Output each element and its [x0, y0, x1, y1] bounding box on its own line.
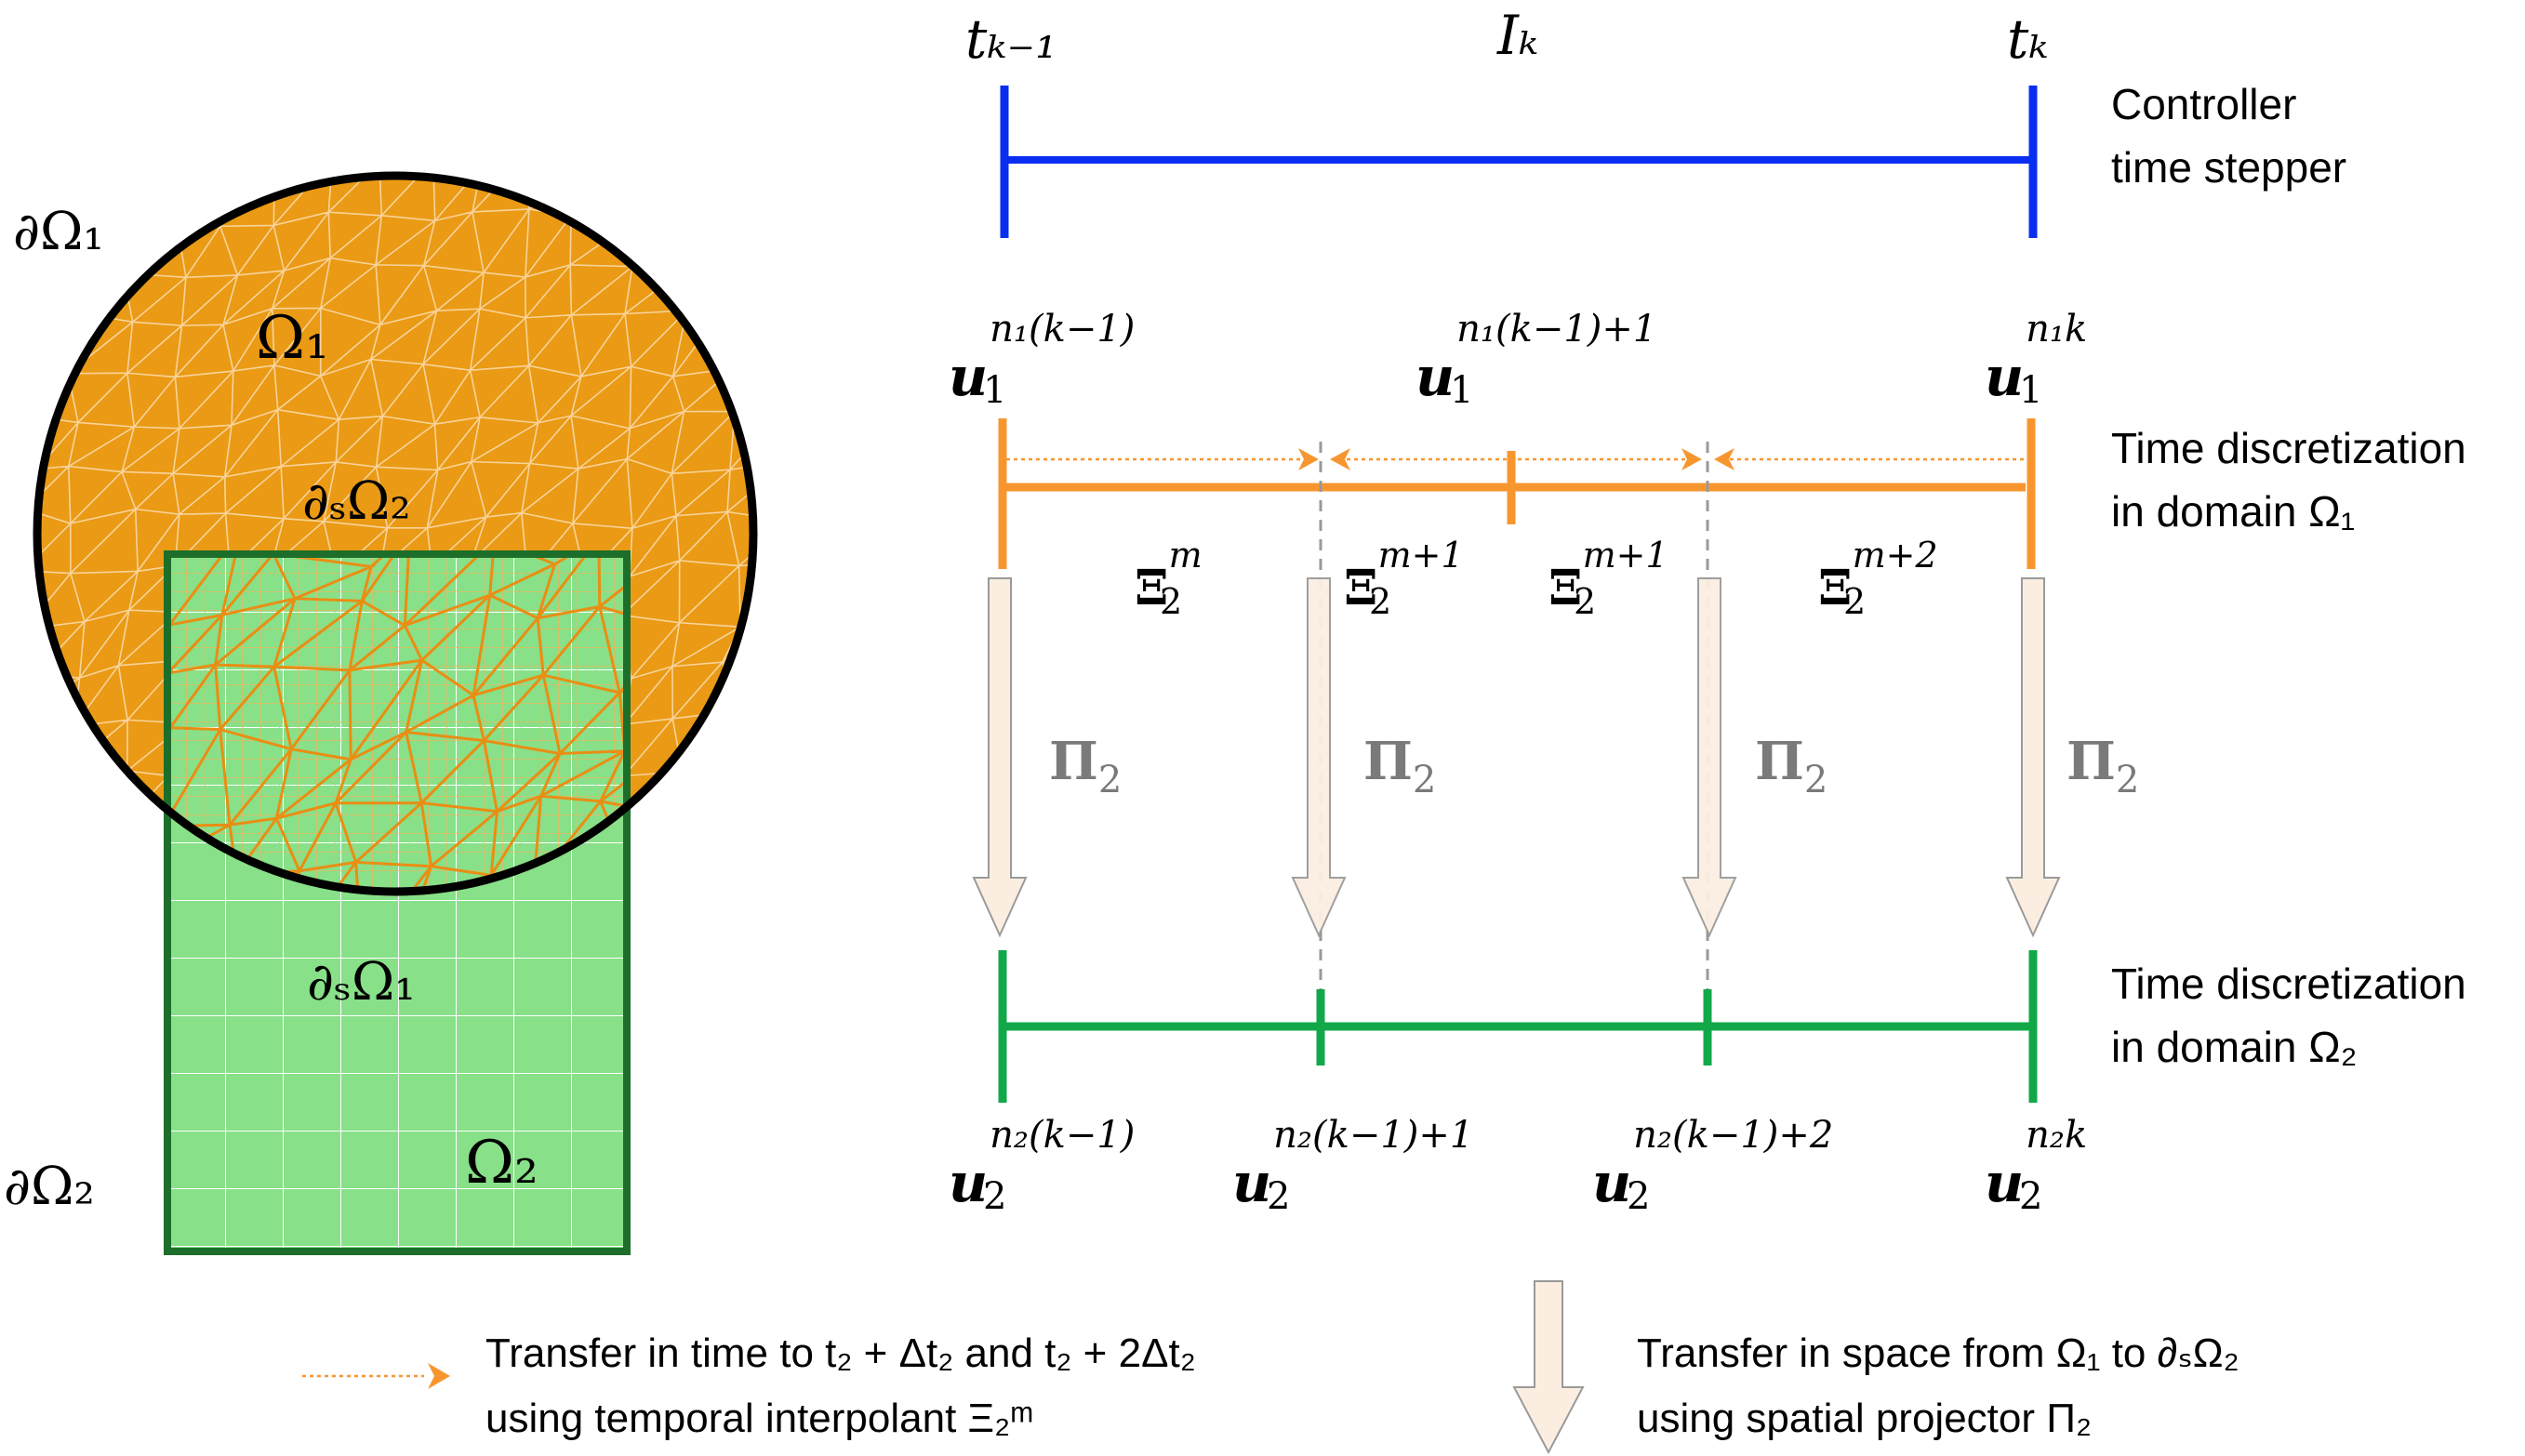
- interpolant-2-sub: 2: [1574, 581, 1596, 622]
- domain2-state-2-sub: 2: [1627, 1175, 1650, 1218]
- interpolant-1-sub: 2: [1369, 581, 1391, 622]
- projector-label-0: Π2: [1049, 731, 1122, 801]
- interpolant-1: Ξm+1: [1344, 535, 1464, 616]
- interpolant-0: Ξm: [1135, 535, 1203, 616]
- overlap-region: [167, 554, 627, 892]
- domain1-label-line2: in domain Ω₁: [2111, 487, 2355, 536]
- domain1-state-2-sub: 1: [2019, 369, 2042, 412]
- domain2-state-2: un₂(k−1)+2: [1592, 1114, 1833, 1214]
- domain2-timeline: [998, 950, 2038, 1103]
- domain1-state-1-sub: 1: [1450, 369, 1473, 412]
- domain2-states: un₂(k−1) 2 un₂(k−1)+1 2 un₂(k−1)+2 2 un₂…: [949, 1114, 2087, 1218]
- domain1-state-0: un₁(k−1): [949, 308, 1135, 408]
- projector-label-2: Π2: [1755, 731, 1827, 801]
- domain-omega2: [164, 550, 631, 1255]
- controller-t-end: tₖ: [2007, 7, 2048, 71]
- domain1-state-2: un₁k: [1985, 308, 2087, 408]
- domain1-state-1: un₁(k−1)+1: [1415, 308, 1656, 408]
- interface2-label: ∂ₛΩ₂: [302, 471, 411, 532]
- domain2-state-1-sub: 2: [1267, 1175, 1290, 1218]
- domain2-state-0-sub: 2: [983, 1175, 1006, 1218]
- domain1-timeline: [998, 418, 2036, 569]
- omega2-label: Ω₂: [465, 1129, 538, 1198]
- interpolant-labels: Ξm 2 Ξm+1 2 Ξm+1 2 Ξm+2 2: [1135, 535, 1938, 622]
- legend-space-transfer-line1: Transfer in space from Ω₁ to ∂ₛΩ₂: [1637, 1330, 2239, 1376]
- legend: Transfer in time to t₂ + Δt₂ and t₂ + 2Δ…: [302, 1280, 2239, 1455]
- legend-space-transfer-symbol: [1512, 1280, 1585, 1455]
- domain1-state-0-sub: 1: [983, 369, 1006, 412]
- projector-arrow-0: [972, 577, 1028, 938]
- domain1-label-line1: Time discretization: [2111, 424, 2466, 472]
- interpolant-3: Ξm+2: [1818, 535, 1938, 616]
- projector-arrow-2: [1681, 577, 1737, 938]
- domain2-state-3-sub: 2: [2019, 1175, 2042, 1218]
- controller-label-line2: time stepper: [2111, 143, 2346, 192]
- domain1-states: un₁(k−1) 1 un₁(k−1)+1 1 un₁k 1: [949, 308, 2087, 412]
- controller-interval: Iₖ: [1496, 4, 1538, 67]
- interface1-label: ∂ₛΩ₁: [307, 952, 416, 1013]
- interpolant-3-sub: 2: [1843, 581, 1866, 622]
- omega1-label: Ω₁: [256, 304, 329, 373]
- boundary2-label: ∂Ω₂: [4, 1157, 95, 1217]
- interpolant-2: Ξm+1: [1548, 535, 1668, 616]
- legend-time-transfer-line1: Transfer in time to t₂ + Δt₂ and t₂ + 2Δ…: [485, 1330, 1196, 1376]
- domain2-label-line2: in domain Ω₂: [2111, 1023, 2357, 1071]
- boundary1-label: ∂Ω₁: [13, 202, 104, 262]
- temporal-arrowheads: [1298, 448, 1734, 470]
- projector-arrow-3: [2005, 577, 2061, 938]
- mesh-lines: [167, 554, 627, 892]
- projector-labels: Π2 Π2 Π2 Π2: [1049, 731, 2139, 801]
- projector-arrow-1: [1291, 577, 1347, 938]
- domain2-state-0: un₂(k−1): [949, 1114, 1135, 1214]
- interpolant-0-sub: 2: [1160, 581, 1182, 622]
- legend-time-transfer-line2: using temporal interpolant Ξ₂ᵐ: [485, 1396, 1033, 1441]
- projector-label-3: Π2: [2067, 731, 2139, 801]
- domain2-state-1: un₂(k−1)+1: [1232, 1114, 1473, 1214]
- domain2-state-3: un₂k: [1985, 1114, 2087, 1214]
- projector-arrows: [972, 577, 2061, 938]
- legend-time-transfer-symbol: [302, 1363, 450, 1389]
- controller-t-start: tₖ₋₁: [965, 7, 1057, 71]
- controller-label-line1: Controller: [2111, 80, 2296, 128]
- controller-timeline: [1000, 86, 2038, 238]
- domain2-label-line1: Time discretization: [2111, 960, 2466, 1008]
- legend-space-transfer-line2: using spatial projector Π₂: [1637, 1396, 2092, 1441]
- omega1-boundary-circle: [33, 171, 758, 896]
- projector-label-1: Π2: [1363, 731, 1436, 801]
